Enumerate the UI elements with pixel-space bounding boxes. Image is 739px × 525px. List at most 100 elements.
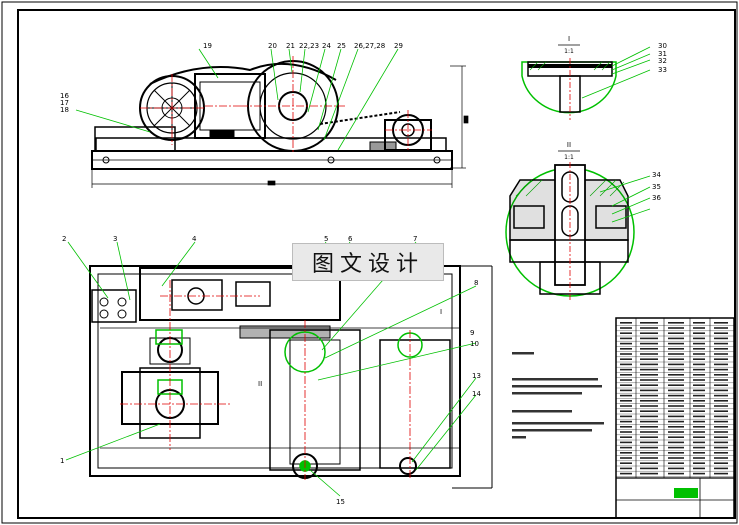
parts-row-stroke bbox=[640, 332, 658, 334]
parts-row-stroke bbox=[714, 452, 728, 454]
plan-view bbox=[89, 265, 493, 489]
parts-row-stroke bbox=[668, 322, 684, 324]
callout-4: 4 bbox=[192, 235, 197, 243]
parts-row-stroke bbox=[620, 405, 632, 407]
callout-10: 10 bbox=[470, 340, 479, 348]
parts-row-stroke bbox=[693, 472, 705, 475]
parts-row-stroke bbox=[693, 337, 705, 340]
parts-row-stroke bbox=[668, 426, 684, 428]
parts-row-stroke bbox=[714, 457, 728, 459]
parts-row-stroke bbox=[668, 415, 684, 418]
parts-row-stroke bbox=[714, 446, 728, 449]
parts-row-stroke bbox=[693, 379, 705, 381]
parts-row-stroke bbox=[640, 405, 658, 407]
parts-row-stroke bbox=[693, 467, 705, 470]
parts-row-stroke bbox=[640, 472, 658, 475]
parts-row-stroke bbox=[714, 389, 728, 392]
parts-row-stroke bbox=[640, 368, 658, 371]
parts-row-stroke bbox=[668, 389, 684, 392]
parts-row-stroke bbox=[693, 441, 705, 444]
parts-row-stroke bbox=[668, 379, 684, 381]
parts-row-stroke bbox=[714, 441, 728, 444]
parts-row-stroke bbox=[640, 353, 658, 355]
detail-I-scale: 1:1 bbox=[564, 48, 574, 55]
parts-row-stroke bbox=[668, 420, 684, 423]
parts-row-stroke bbox=[620, 348, 632, 350]
callout-33: 33 bbox=[658, 66, 667, 74]
parts-row-stroke bbox=[693, 389, 705, 392]
parts-row-stroke bbox=[668, 384, 684, 386]
parts-row-stroke bbox=[714, 363, 728, 366]
parts-row-stroke bbox=[693, 426, 705, 428]
parts-row-stroke bbox=[640, 379, 658, 381]
parts-row-stroke bbox=[693, 358, 705, 360]
parts-row-stroke bbox=[714, 420, 728, 423]
parts-row-stroke bbox=[714, 415, 728, 418]
detail-II-view: II 1:1 bbox=[505, 141, 635, 300]
parts-row-stroke bbox=[640, 457, 658, 459]
parts-row-stroke bbox=[668, 358, 684, 360]
parts-row-stroke bbox=[714, 384, 728, 386]
parts-row-stroke bbox=[640, 394, 658, 397]
front-centerlines bbox=[140, 56, 432, 152]
parts-row-stroke bbox=[668, 400, 684, 402]
parts-row-stroke bbox=[668, 348, 684, 350]
parts-row-stroke bbox=[668, 457, 684, 459]
parts-row-stroke bbox=[640, 415, 658, 418]
parts-row-stroke bbox=[640, 426, 658, 428]
parts-row-stroke bbox=[640, 363, 658, 366]
parts-row-stroke bbox=[693, 420, 705, 423]
parts-row-stroke bbox=[714, 322, 728, 324]
parts-row-stroke bbox=[714, 467, 728, 470]
parts-row-stroke bbox=[620, 327, 632, 329]
callout-26-28: 26,27,28 bbox=[354, 42, 385, 50]
callout-6: 6 bbox=[348, 235, 353, 243]
callout-35: 35 bbox=[652, 183, 661, 191]
parts-row-stroke bbox=[693, 363, 705, 366]
parts-row-stroke bbox=[714, 332, 728, 334]
parts-row-stroke bbox=[620, 420, 632, 423]
callout-2: 2 bbox=[62, 235, 66, 243]
parts-row-stroke bbox=[693, 353, 705, 355]
parts-row-stroke bbox=[693, 431, 705, 433]
parts-row-stroke bbox=[668, 332, 684, 334]
detail-II-scale: 1:1 bbox=[564, 154, 574, 161]
callout-22-23: 22,23 bbox=[299, 42, 319, 50]
parts-list-rows bbox=[616, 322, 734, 477]
parts-row-stroke bbox=[714, 353, 728, 355]
parts-row-stroke bbox=[620, 415, 632, 418]
view-mark-I: I bbox=[440, 308, 442, 316]
parts-row-stroke bbox=[620, 322, 632, 324]
parts-row-stroke bbox=[668, 467, 684, 470]
parts-row-stroke bbox=[620, 467, 632, 470]
parts-row-stroke bbox=[693, 457, 705, 459]
parts-row-stroke bbox=[620, 441, 632, 444]
parts-row-stroke bbox=[714, 358, 728, 360]
parts-row-stroke bbox=[640, 420, 658, 423]
parts-row-stroke bbox=[668, 327, 684, 329]
parts-row-stroke bbox=[640, 446, 658, 449]
parts-row-stroke bbox=[620, 337, 632, 340]
inner-border bbox=[17, 9, 736, 519]
parts-row-stroke bbox=[668, 436, 684, 438]
parts-row-stroke bbox=[693, 436, 705, 438]
parts-row-stroke bbox=[640, 358, 658, 360]
parts-row-stroke bbox=[620, 472, 632, 475]
parts-row-stroke bbox=[693, 368, 705, 371]
parts-row-stroke bbox=[668, 353, 684, 355]
parts-row-stroke bbox=[640, 452, 658, 454]
parts-row-stroke bbox=[668, 363, 684, 366]
callout-15: 15 bbox=[336, 498, 345, 506]
parts-row-stroke bbox=[693, 327, 705, 329]
parts-row-stroke bbox=[640, 431, 658, 433]
parts-row-stroke bbox=[620, 410, 632, 412]
parts-row-stroke bbox=[620, 368, 632, 371]
parts-row-stroke bbox=[714, 472, 728, 475]
parts-row-stroke bbox=[714, 368, 728, 371]
parts-row-stroke bbox=[640, 327, 658, 329]
callout-24: 24 bbox=[322, 42, 331, 50]
parts-row-stroke bbox=[714, 374, 728, 376]
parts-row-stroke bbox=[714, 462, 728, 464]
